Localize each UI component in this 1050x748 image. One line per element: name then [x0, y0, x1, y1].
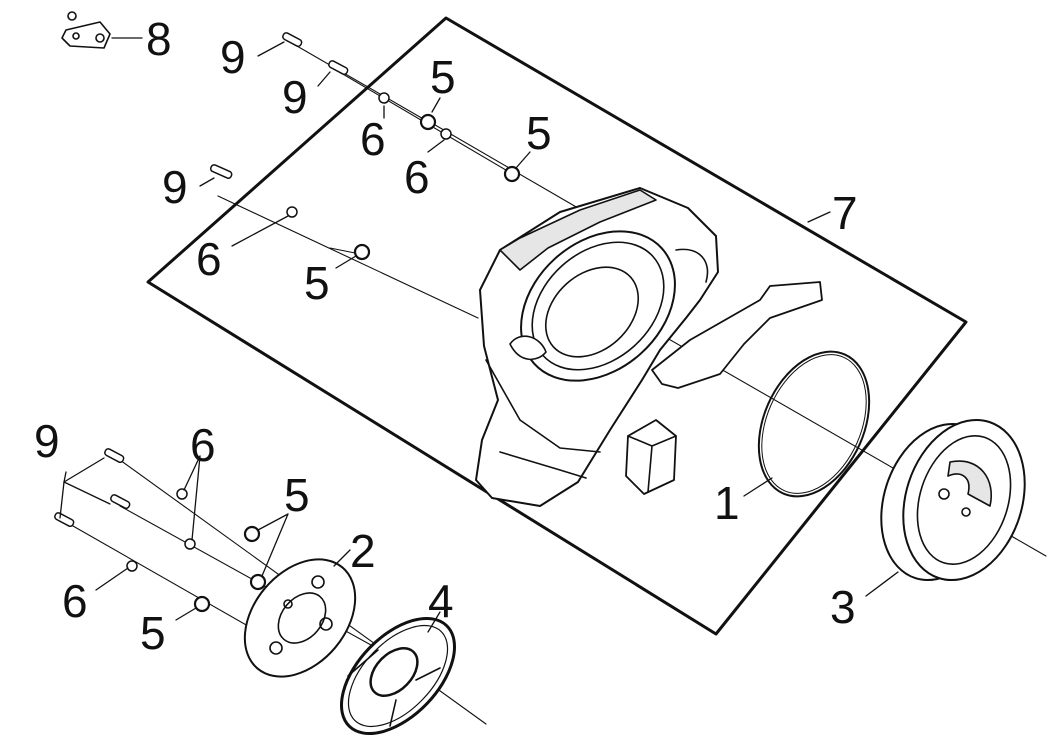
- callout-6-bottom-b: 6: [62, 575, 88, 627]
- callout-2: 2: [350, 525, 376, 577]
- bracket-part-8: [61, 11, 111, 49]
- nuts-part-5: [193, 113, 521, 613]
- callout-9-top-a: 9: [220, 31, 246, 83]
- ring-plate-part-4: [339, 616, 457, 736]
- callout-5-top-a: 5: [430, 51, 456, 103]
- callout-9-bottom: 9: [34, 415, 60, 467]
- callout-7: 7: [832, 187, 858, 239]
- callout-5-mid: 5: [304, 257, 330, 309]
- callout-6-mid: 6: [196, 233, 222, 285]
- leader-lines: [59, 37, 899, 633]
- callout-4: 4: [428, 575, 454, 627]
- callout-8: 8: [146, 13, 172, 65]
- pulley-part-3: [880, 418, 1026, 582]
- o-ring-part-1: [757, 350, 871, 498]
- assembly-frame: [146, 16, 968, 636]
- bushings-part-6: [126, 92, 452, 572]
- callout-9-top-b: 9: [282, 71, 308, 123]
- disc-part-2: [243, 558, 357, 678]
- callout-9-mid: 9: [162, 161, 188, 213]
- screws-part-9: [54, 32, 349, 528]
- callout-5-bottom-a: 5: [284, 469, 310, 521]
- housing-part-7: [475, 187, 823, 507]
- callout-6-top-a: 6: [360, 113, 386, 165]
- callout-5-top-b: 5: [526, 107, 552, 159]
- callout-6-top-b: 6: [404, 151, 430, 203]
- callout-6-bottom-a: 6: [190, 419, 216, 471]
- callout-1: 1: [714, 477, 740, 529]
- callout-3: 3: [830, 581, 856, 633]
- callout-5-bottom-b: 5: [140, 607, 166, 659]
